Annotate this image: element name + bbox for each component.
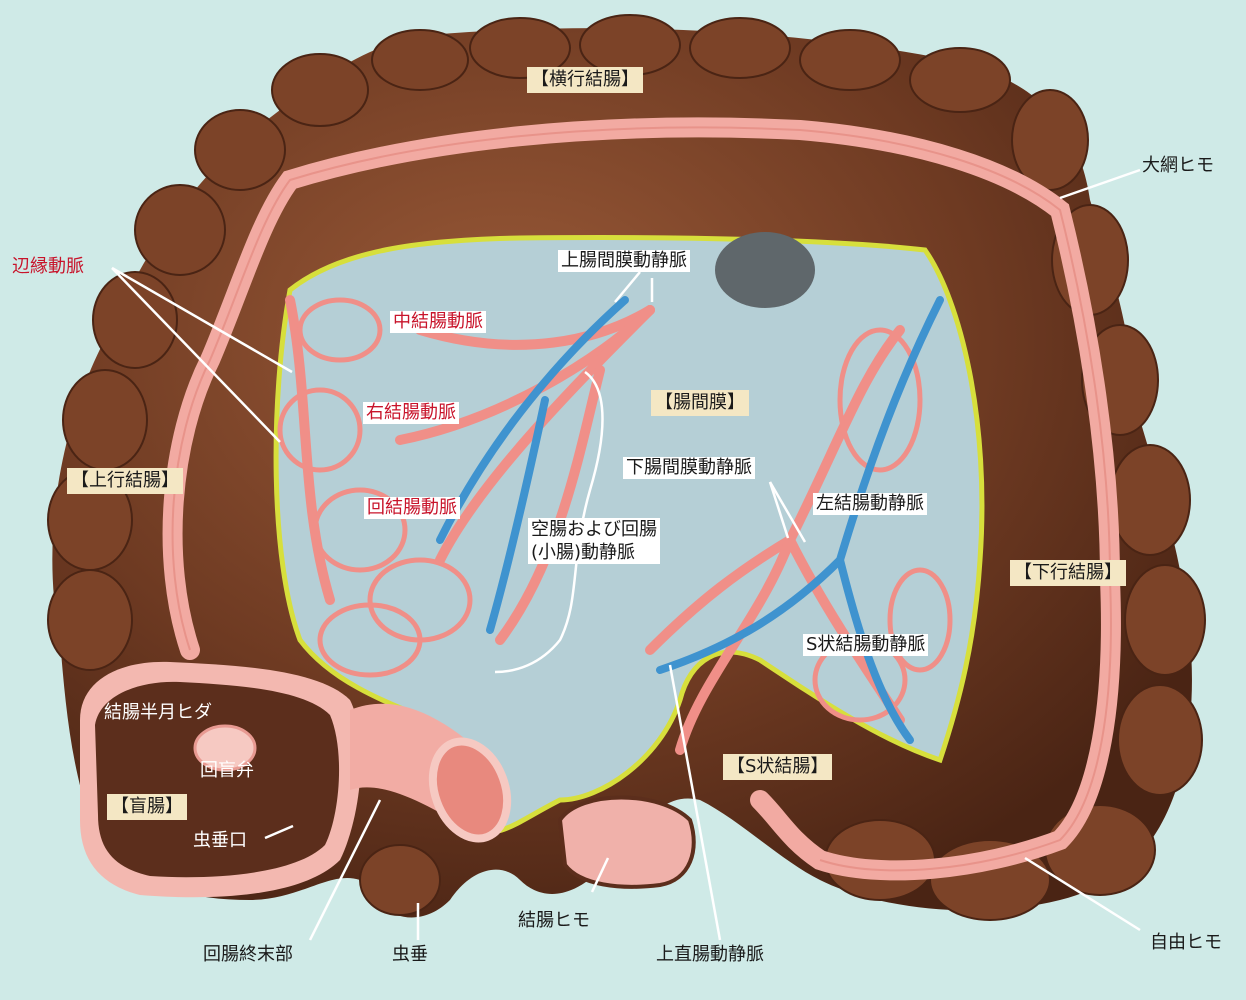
label-sigmoid-vessels: S状結腸動静脈 <box>803 634 928 656</box>
label-jejunal-ileal-line1: 空腸および回腸 <box>531 518 657 541</box>
label-sigmoid-colon: 【S状結腸】 <box>723 754 832 780</box>
label-appendix: 虫垂 <box>392 944 428 966</box>
label-middle-colic-artery: 中結腸動脈 <box>390 311 486 333</box>
label-inferior-mesenteric-vessels: 下腸間膜動静脈 <box>623 457 755 479</box>
label-marginal-artery: 辺縁動脈 <box>12 256 84 278</box>
mesentery-hole <box>715 232 815 308</box>
label-cecum: 【盲腸】 <box>107 794 187 820</box>
label-descending-colon: 【下行結腸】 <box>1010 560 1126 586</box>
label-ileocecal-valve: 回盲弁 <box>200 760 254 782</box>
label-jejunal-ileal-vessels: 空腸および回腸 (小腸)動静脈 <box>528 518 660 564</box>
rectum-stump <box>560 798 694 887</box>
label-right-colic-artery: 右結腸動脈 <box>363 402 459 424</box>
label-semilunar-folds: 結腸半月ヒダ <box>104 702 212 724</box>
label-mesocolic-taenia: 結腸ヒモ <box>518 910 590 932</box>
label-transverse-colon: 【横行結腸】 <box>527 67 643 93</box>
label-left-colic-vessels: 左結腸動静脈 <box>813 493 927 515</box>
label-ileocolic-artery: 回結腸動脈 <box>364 497 460 519</box>
label-ascending-colon: 【上行結腸】 <box>67 468 183 494</box>
label-greater-omentum-taenia: 大網ヒモ <box>1142 155 1214 177</box>
label-jejunal-ileal-line2: (小腸)動静脈 <box>531 541 657 564</box>
label-superior-mesenteric-vessels: 上腸間膜動静脈 <box>558 250 690 272</box>
label-appendix-orifice: 虫垂口 <box>193 830 247 852</box>
label-mesentery: 【腸間膜】 <box>651 390 749 416</box>
label-terminal-ileum: 回腸終末部 <box>203 944 293 966</box>
label-superior-rectal-vessels: 上直腸動静脈 <box>656 944 764 966</box>
label-free-taenia: 自由ヒモ <box>1150 932 1222 954</box>
